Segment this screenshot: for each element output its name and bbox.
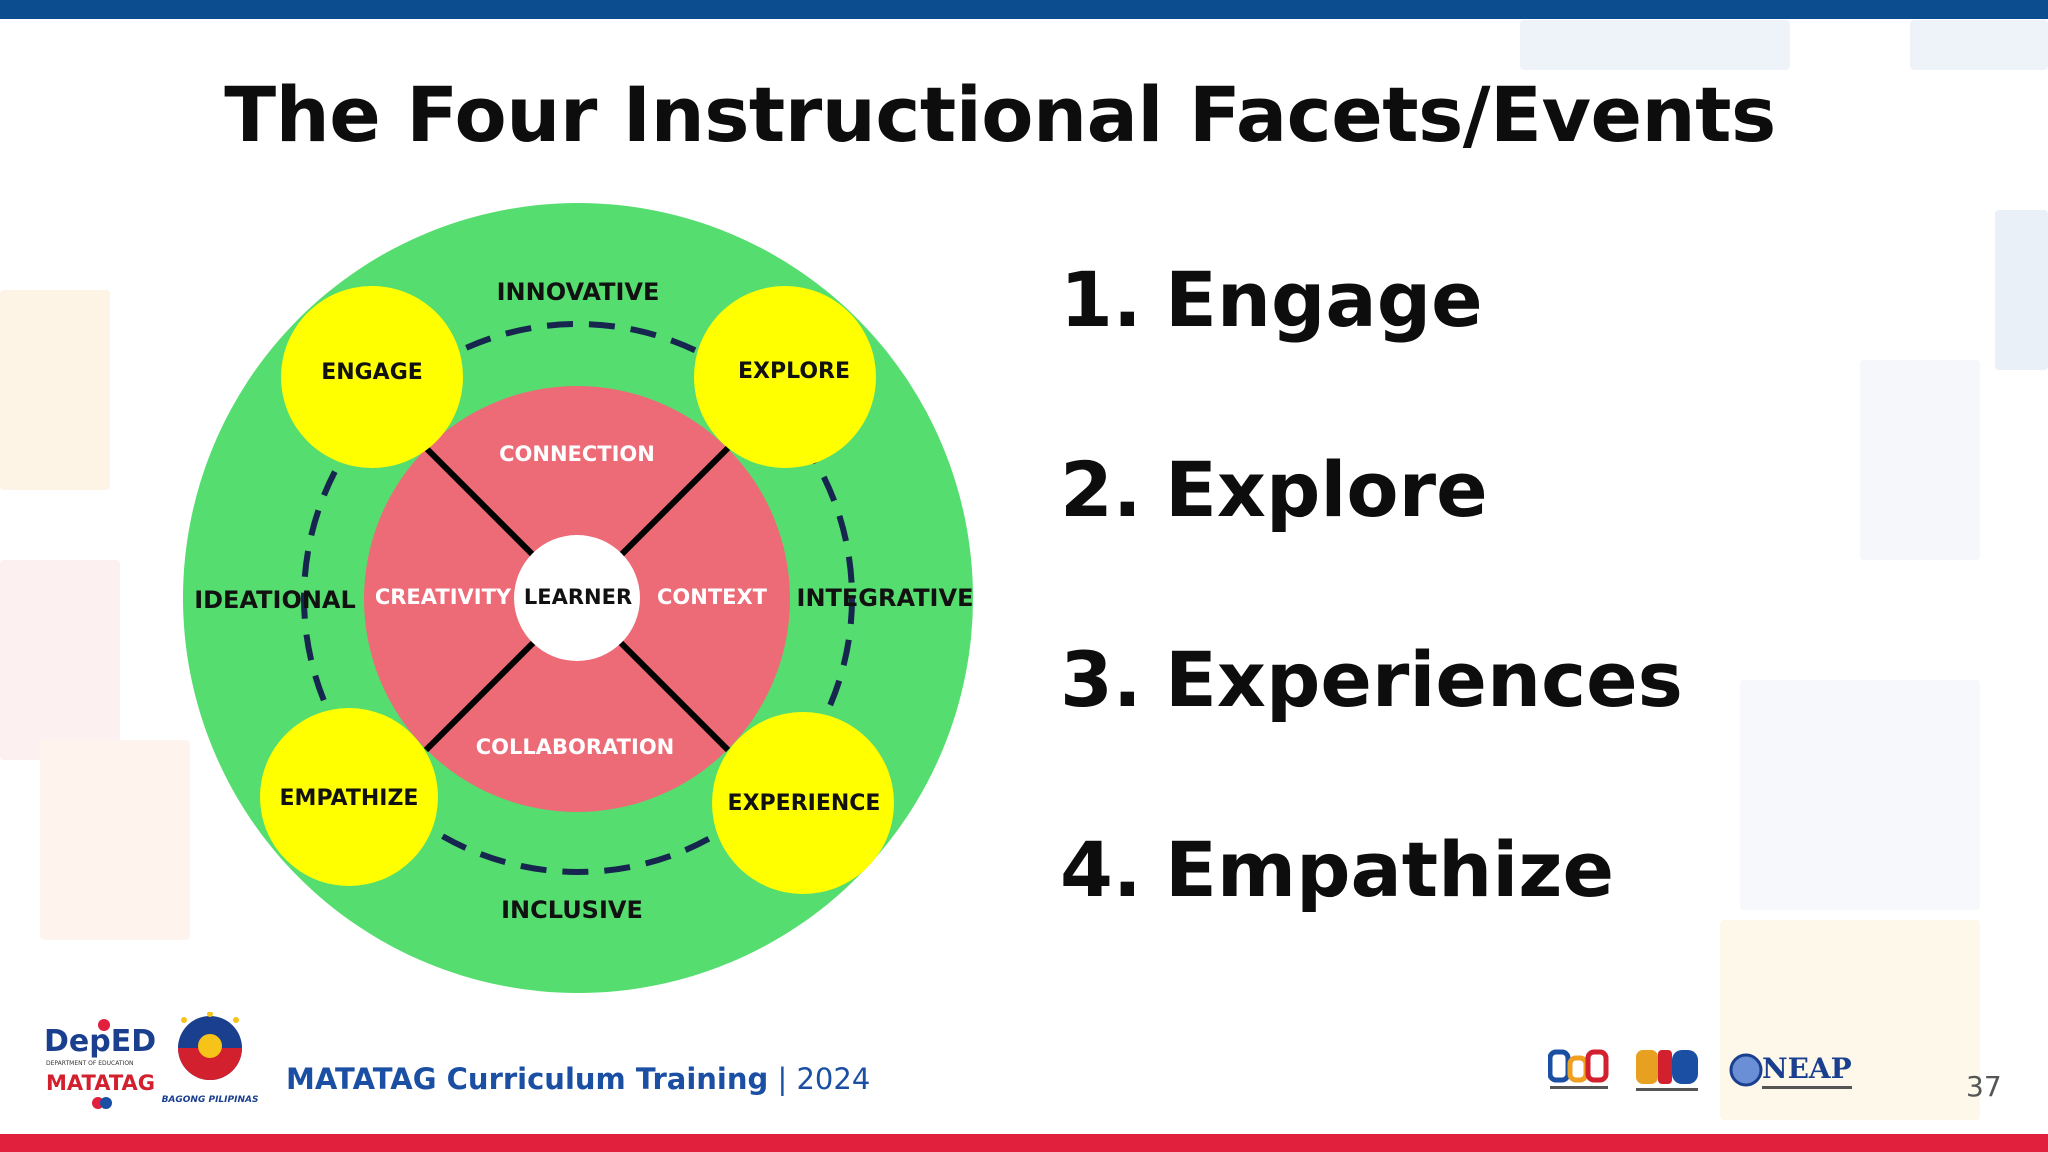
- svg-text:MATATAG: MATATAG: [46, 1071, 155, 1095]
- slide-title: The Four Instructional Facets/Events: [224, 70, 1776, 159]
- empathize-circle: [260, 708, 438, 886]
- event-label-experience: EXPERIENCE: [728, 791, 881, 816]
- event-label-explore: EXPLORE: [738, 359, 850, 384]
- sector-label-collaboration: COLLABORATION: [476, 735, 675, 759]
- outer-label-ideational: IDEATIONAL: [194, 586, 356, 614]
- list-number: 4.: [1060, 825, 1142, 914]
- engage-circle: [281, 286, 463, 468]
- outer-label-inclusive: INCLUSIVE: [501, 896, 643, 924]
- event-label-engage: ENGAGE: [321, 360, 423, 385]
- list-label: Empathize: [1165, 825, 1615, 914]
- dashed-ring: [301, 321, 855, 875]
- explore-circle: [694, 286, 876, 468]
- neap-logo: NEAP: [1729, 1052, 1852, 1089]
- deped-matatag-logo: DepED DEPARTMENT OF EDUCATION MATATAG: [44, 1019, 156, 1109]
- bottom-accent-bar: [0, 1134, 2048, 1152]
- experience-circle: [712, 712, 894, 894]
- svg-text:BAGONG PILIPINAS: BAGONG PILIPINAS: [162, 1095, 258, 1105]
- list-item: 4. Empathize: [1060, 825, 1683, 1015]
- list-item: 2. Explore: [1060, 445, 1683, 635]
- learner-circle: [514, 535, 640, 661]
- instructional-facets-diagram: INNOVATIVE IDEATIONAL INTEGRATIVE INCLUS…: [183, 203, 974, 993]
- footer-program: MATATAG Curriculum Training: [286, 1062, 769, 1096]
- list-label: Engage: [1165, 255, 1483, 344]
- facets-list: 1. Engage 2. Explore 3. Experiences 4. E…: [1060, 255, 1683, 1015]
- footer-separator: |: [768, 1062, 797, 1096]
- outer-label-integrative: INTEGRATIVE: [797, 584, 974, 612]
- svg-text:NEAP: NEAP: [1762, 1052, 1852, 1085]
- sector-label-connection: CONNECTION: [499, 442, 655, 466]
- bld-logo: [1636, 1050, 1698, 1091]
- outer-label-innovative: INNOVATIVE: [497, 278, 660, 306]
- svg-text:DEPARTMENT OF EDUCATION: DEPARTMENT OF EDUCATION: [46, 1060, 134, 1067]
- footer-program-label: MATATAG Curriculum Training | 2024: [286, 1062, 870, 1096]
- event-label-empathize: EMPATHIZE: [280, 786, 419, 811]
- list-label: Explore: [1165, 445, 1488, 534]
- list-item: 1. Engage: [1060, 255, 1683, 445]
- sector-label-creativity: CREATIVITY: [375, 585, 512, 609]
- bagong-pilipinas-logo: BAGONG PILIPINAS: [162, 1012, 258, 1105]
- list-number: 3.: [1060, 635, 1142, 724]
- list-item: 3. Experiences: [1060, 635, 1683, 825]
- footer-year: 2024: [796, 1062, 871, 1096]
- top-accent-bar: [0, 0, 2048, 19]
- sector-label-context: CONTEXT: [657, 585, 768, 609]
- list-label: Experiences: [1165, 635, 1683, 724]
- btd-logo: [1548, 1049, 1609, 1089]
- list-number: 2.: [1060, 445, 1142, 534]
- center-label-learner: LEARNER: [524, 585, 632, 609]
- list-number: 1.: [1060, 255, 1142, 344]
- page-number: 37: [1966, 1070, 2002, 1103]
- svg-text:DepED: DepED: [44, 1024, 156, 1059]
